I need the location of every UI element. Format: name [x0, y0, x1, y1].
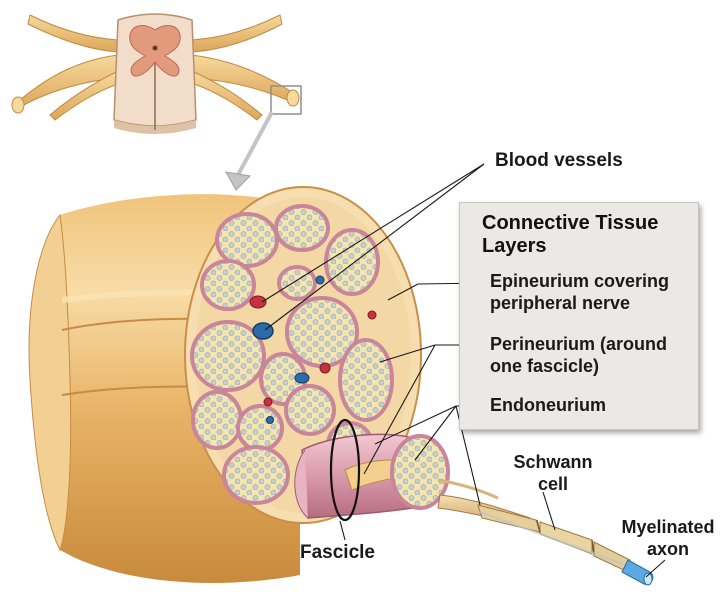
label-epineurium-line2: peripheral nerve [490, 292, 669, 314]
spinal-cord-thumbnail [12, 14, 301, 134]
peripheral-nerve [29, 187, 421, 583]
zoom-arrowhead-icon [226, 172, 250, 190]
legend-title-line2: Layers [482, 235, 658, 258]
label-myelinated-axon: Myelinated axon [616, 516, 720, 560]
label-epineurium-line1: Epineurium covering [490, 270, 669, 292]
label-schwann-cell: Schwann cell [512, 451, 594, 495]
label-myelinated-line1: Myelinated [616, 516, 720, 538]
label-perineurium-line1: Perineurium (around [490, 333, 667, 355]
zoom-arrow [238, 112, 272, 175]
label-schwann-line1: Schwann [512, 451, 594, 473]
label-fascicle: Fascicle [300, 542, 375, 564]
legend-title-line1: Connective Tissue [482, 212, 658, 235]
legend-title: Connective Tissue Layers [482, 212, 658, 258]
label-blood-vessels: Blood vessels [495, 150, 623, 172]
label-myelinated-line2: axon [616, 538, 720, 560]
label-perineurium: Perineurium (around one fascicle) [490, 333, 667, 377]
label-endoneurium: Endoneurium [490, 394, 606, 416]
label-epineurium: Epineurium covering peripheral nerve [490, 270, 669, 314]
label-schwann-line2: cell [512, 473, 594, 495]
label-perineurium-line2: one fascicle) [490, 355, 667, 377]
